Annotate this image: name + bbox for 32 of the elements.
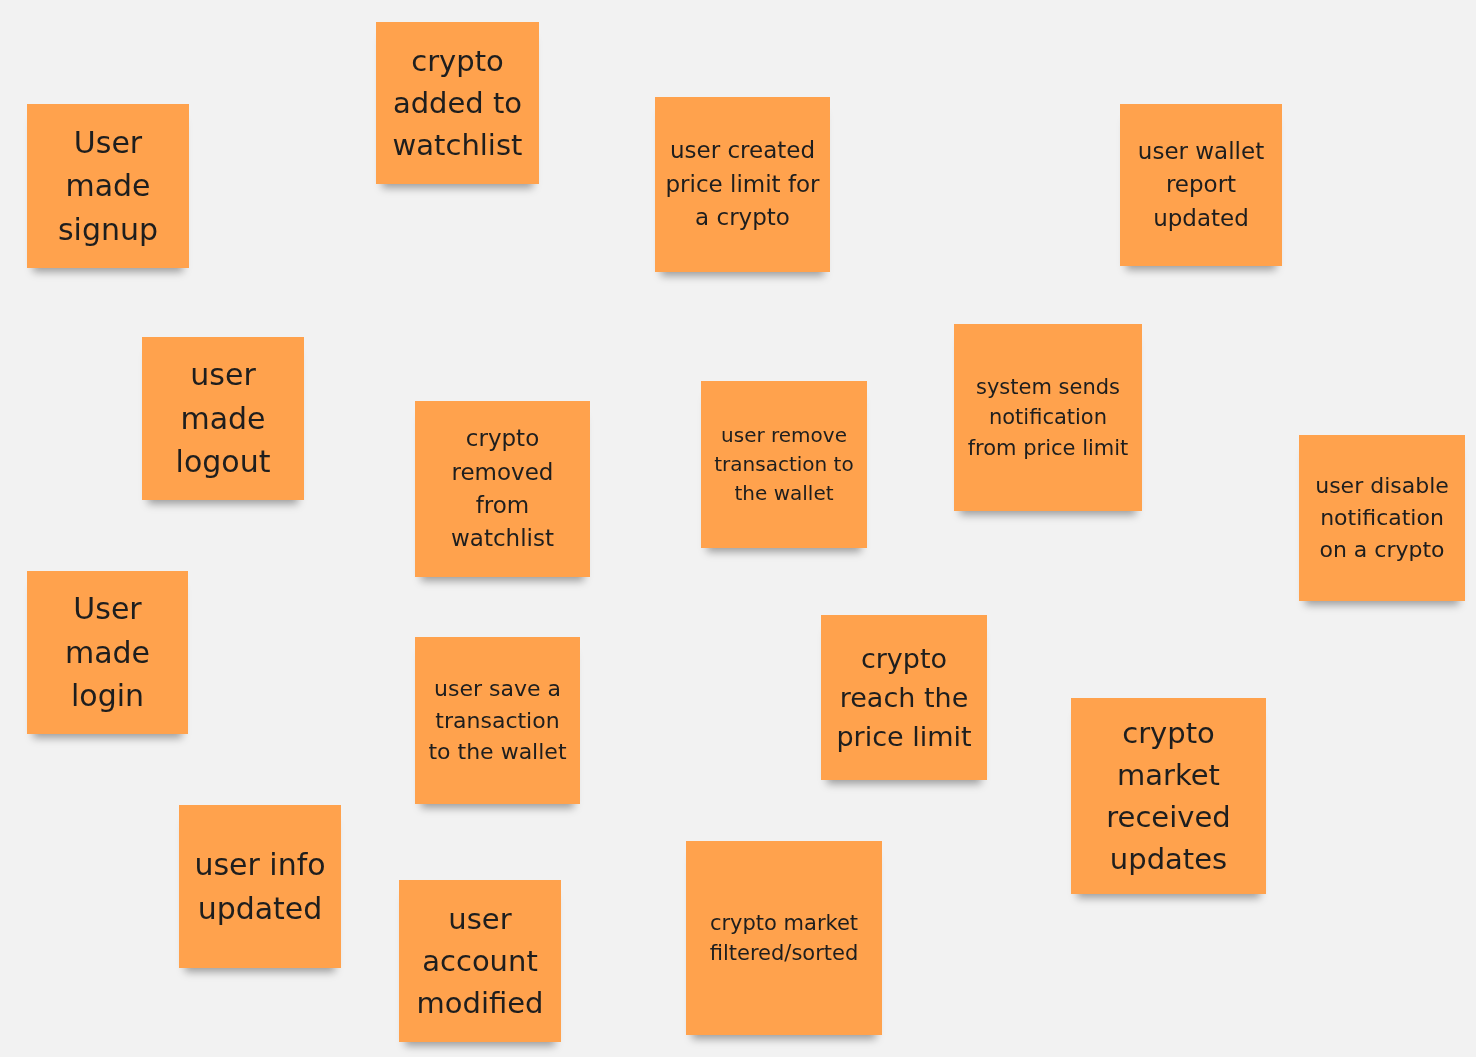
note-text: user disable notification on a crypto (1314, 472, 1450, 564)
sticky-note (415, 401, 590, 577)
note-text: crypto market received updates (1105, 714, 1232, 879)
note-text: User made login (63, 590, 152, 716)
note-text: user account modified (415, 900, 545, 1022)
note-text: crypto added to watchlist (391, 42, 524, 164)
sticky-note (954, 324, 1142, 511)
sticky-note (142, 337, 304, 500)
sticky-note (1071, 698, 1266, 894)
note-text: user created price limit for a crypto (665, 136, 820, 233)
note-text: user info updated (193, 846, 327, 928)
sticky-note (376, 22, 539, 184)
note-text: user remove transaction to the wallet (713, 422, 855, 507)
sticky-note (686, 841, 882, 1035)
sticky-note (655, 97, 830, 272)
sticky-note (701, 381, 867, 548)
note-text: user made logout (174, 356, 272, 482)
note-text: User made signup (56, 123, 160, 249)
sticky-note (179, 805, 341, 968)
sticky-note (821, 615, 987, 780)
sticky-note (27, 571, 188, 734)
note-text: crypto removed from watchlist (450, 424, 555, 554)
sticky-note (1299, 435, 1465, 601)
sticky-note (399, 880, 561, 1042)
sticky-note (27, 104, 189, 268)
sticky-note (415, 637, 580, 804)
sticky-note (1120, 104, 1282, 266)
note-text: crypto market filtered/sorted (708, 909, 860, 967)
note-text: user save a transaction to the wallet (427, 674, 568, 767)
note-text: system sends notification from price limit (966, 373, 1130, 462)
note-text: crypto reach the price limit (835, 641, 973, 755)
note-text: user wallet report updated (1136, 137, 1266, 233)
